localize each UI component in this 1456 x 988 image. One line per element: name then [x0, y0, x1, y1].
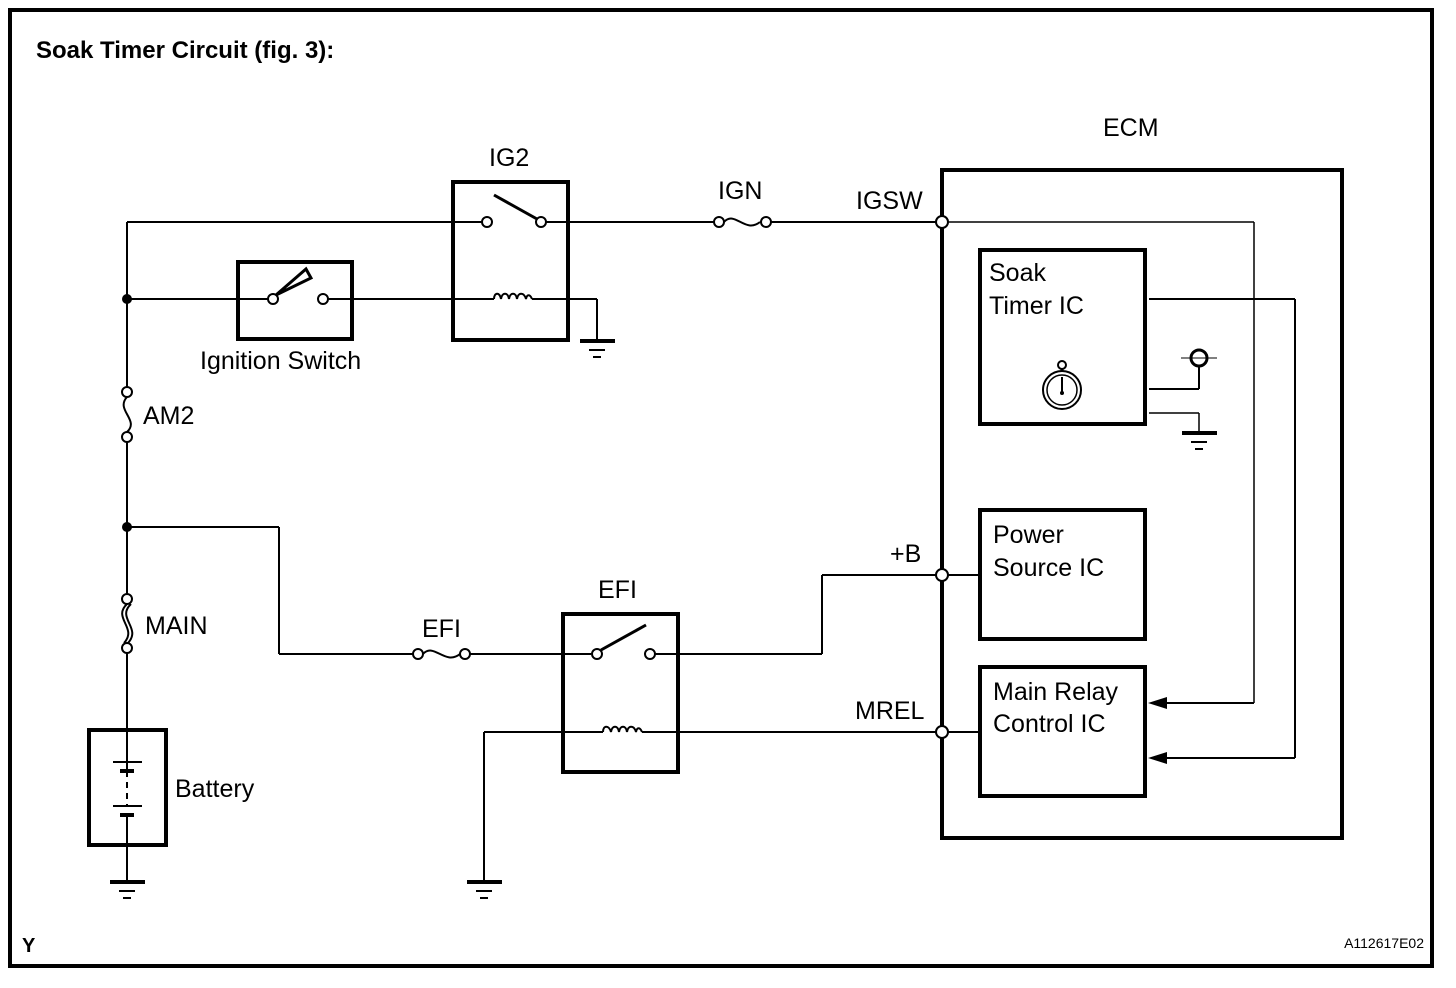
- ig2-relay-label: IG2: [489, 144, 529, 172]
- power-source-ic-label-line2: Source IC: [993, 554, 1104, 582]
- arrow-icon: [1148, 697, 1167, 709]
- main-relay-control-ic-label-line1: Main Relay: [993, 678, 1119, 706]
- power-source-ic-label-line1: Power: [993, 521, 1064, 549]
- ign-fuse-label: IGN: [718, 177, 762, 205]
- relay-coil-icon: [493, 292, 533, 300]
- stopwatch-icon: [1042, 360, 1082, 410]
- b-plus-terminal: [935, 568, 949, 582]
- power-source-icon: [1181, 348, 1217, 368]
- efi-relay-box: [561, 612, 680, 774]
- battery-label: Battery: [175, 775, 255, 803]
- soak-timer-ic-label-line1: Soak: [989, 259, 1046, 287]
- ignition-switch-icon: [267, 266, 329, 305]
- corner-mark: Y: [22, 935, 36, 957]
- mrel-terminal-label: MREL: [855, 697, 925, 725]
- mrel-terminal: [935, 725, 949, 739]
- ign-fuse-icon: [713, 216, 772, 228]
- ground-icon: [1182, 431, 1217, 450]
- efi-relay-label: EFI: [598, 576, 637, 604]
- ground-icon: [580, 339, 615, 358]
- efi-fuse-label: EFI: [422, 615, 461, 643]
- ignition-switch-box: [236, 260, 354, 341]
- ig2-relay-box: [451, 180, 570, 342]
- arrow-icon: [1148, 752, 1167, 764]
- figure-code: A112617E02: [1344, 935, 1424, 951]
- ground-icon: [467, 880, 502, 899]
- igsw-terminal: [935, 215, 949, 229]
- figure-title: Soak Timer Circuit (fig. 3):: [36, 37, 334, 64]
- battery-icon: [113, 730, 142, 845]
- am2-fuse-label: AM2: [143, 402, 194, 430]
- relay-switch-icon: [481, 193, 547, 228]
- main-relay-control-ic-label-line2: Control IC: [993, 710, 1106, 738]
- igsw-terminal-label: IGSW: [856, 187, 923, 215]
- am2-fuse-icon: [121, 386, 133, 443]
- ground-icon: [110, 880, 145, 899]
- b-plus-terminal-label: +B: [890, 540, 921, 568]
- soak-timer-ic-label-line2: Timer IC: [989, 292, 1084, 320]
- ignition-switch-label: Ignition Switch: [200, 347, 361, 375]
- main-fusible-link-icon: [121, 593, 134, 654]
- main-fuse-label: MAIN: [145, 612, 208, 640]
- power-source-ic-box: [978, 508, 1147, 641]
- efi-fuse-icon: [412, 648, 471, 660]
- soak-timer-ic-box: [978, 248, 1147, 426]
- main-relay-control-ic-box: [978, 665, 1147, 798]
- ecm-label: ECM: [1103, 114, 1159, 142]
- relay-coil-icon: [602, 725, 643, 733]
- figure-frame: [8, 8, 1434, 968]
- ecm-box: [940, 168, 1344, 840]
- relay-switch-icon: [591, 623, 656, 660]
